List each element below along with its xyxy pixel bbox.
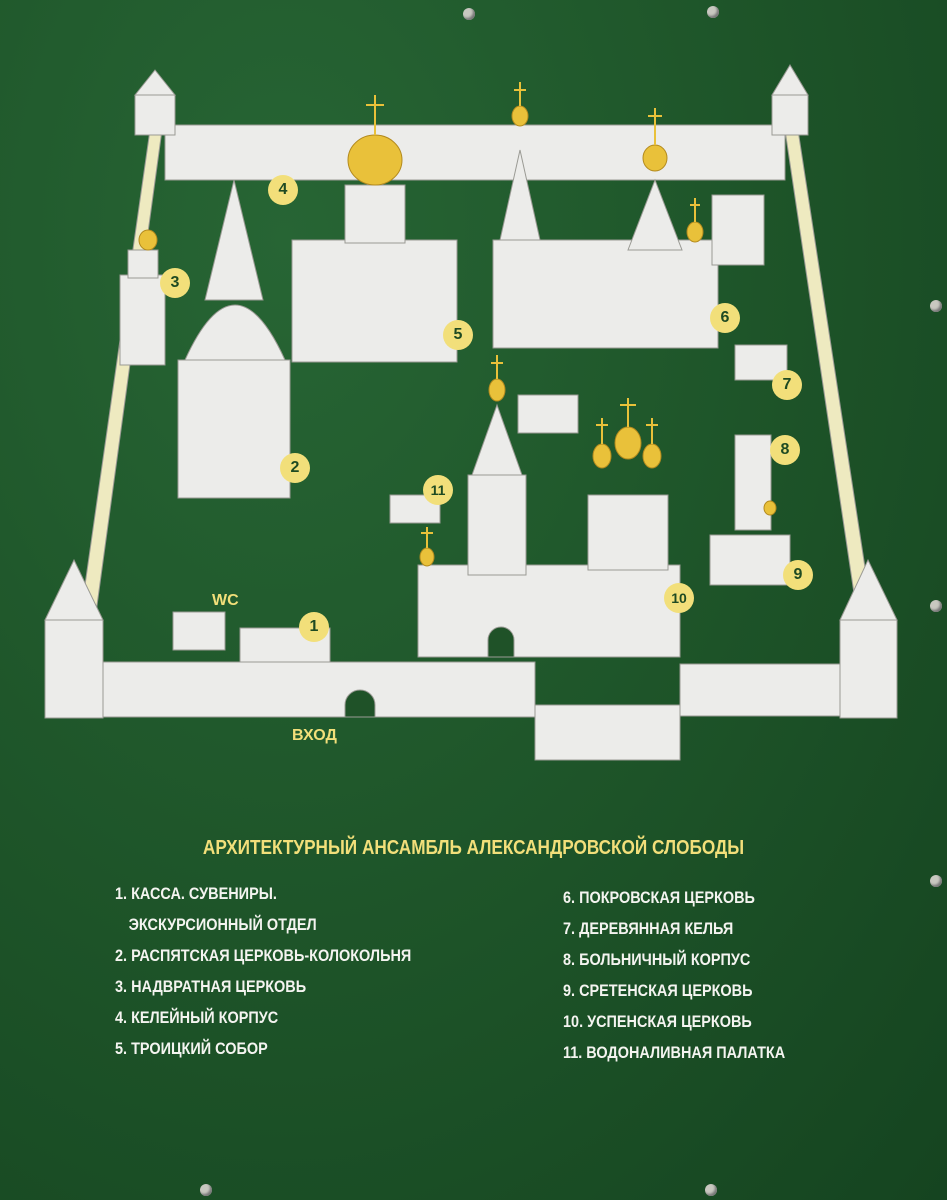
sretenskaya-dome <box>763 500 777 516</box>
gate-arch <box>344 689 376 718</box>
marker-3[interactable]: 3 <box>160 268 190 298</box>
wall-right <box>784 129 871 601</box>
legend-item: 8. БОЛЬНИЧНЫЙ КОРПУС <box>563 950 751 969</box>
screw-icon <box>463 8 475 20</box>
legend-item: 5. ТРОИЦКИЙ СОБОР <box>115 1039 268 1058</box>
screw-icon <box>200 1184 212 1196</box>
tower-nw <box>134 94 176 136</box>
wc-label: WC <box>212 592 239 609</box>
assumption-dome-right <box>642 443 662 469</box>
small-building <box>517 394 579 434</box>
marker-2[interactable]: 2 <box>280 453 310 483</box>
legend-item: 2. РАСПЯТСКАЯ ЦЕРКОВЬ-КОЛОКОЛЬНЯ <box>115 946 412 965</box>
marker-5[interactable]: 5 <box>443 320 473 350</box>
hospital-building <box>734 434 772 531</box>
marker-6[interactable]: 6 <box>710 303 740 333</box>
marker-7[interactable]: 7 <box>772 370 802 400</box>
kremlin-plan <box>44 64 898 761</box>
tower-sw <box>44 619 104 719</box>
board-title: АРХИТЕКТУРНЫЙ АНСАМБЛЬ АЛЕКСАНДРОВСКОЙ С… <box>202 837 745 859</box>
marker-9[interactable]: 9 <box>783 560 813 590</box>
entrance-label: ВХОД <box>292 727 337 744</box>
wc-building <box>172 611 226 651</box>
trinity-dome <box>347 134 403 186</box>
wall-south-middle <box>534 704 681 761</box>
legend-right: 6. ПОКРОВСКАЯ ЦЕРКОВЬ 7. ДЕРЕВЯННАЯ КЕЛЬ… <box>563 882 785 1068</box>
wall-south-left <box>99 661 536 718</box>
legend-item: 1. КАССА. СУВЕНИРЫ. <box>115 884 277 903</box>
church-gate <box>487 626 515 658</box>
screw-icon <box>705 1184 717 1196</box>
gate-dome <box>138 229 158 251</box>
marker-11[interactable]: 11 <box>423 475 453 505</box>
pokrov-small-dome <box>686 221 704 243</box>
water-tent <box>389 494 441 524</box>
screw-icon <box>930 300 942 312</box>
marker-8[interactable]: 8 <box>770 435 800 465</box>
pokrov-dome <box>642 144 668 172</box>
assumption-dome-center <box>614 426 642 460</box>
bell-dome <box>511 105 529 127</box>
gate-church <box>119 274 166 366</box>
legend-item: ЭКСКУРСИОННЫЙ ОТДЕЛ <box>128 915 317 934</box>
legend-item: 3. НАДВРАТНАЯ ЦЕРКОВЬ <box>115 977 307 996</box>
marker-4[interactable]: 4 <box>268 175 298 205</box>
legend-item: 9. СРЕТЕНСКАЯ ЦЕРКОВЬ <box>563 981 753 1000</box>
marker-10[interactable]: 10 <box>664 583 694 613</box>
legend-item: 6. ПОКРОВСКАЯ ЦЕРКОВЬ <box>563 888 755 907</box>
wall-north <box>164 124 786 181</box>
bell-tower <box>177 359 291 499</box>
legend-item: 10. УСПЕНСКАЯ ЦЕРКОВЬ <box>563 1012 752 1031</box>
sretenskaya-church <box>709 534 791 586</box>
tower-se <box>839 619 898 719</box>
legend-item: 7. ДЕРЕВЯННАЯ КЕЛЬЯ <box>563 919 734 938</box>
small-church-dome <box>419 547 435 567</box>
legend-item: 11. ВОДОНАЛИВНАЯ ПАЛАТКА <box>563 1043 786 1062</box>
cross-icon <box>366 82 700 548</box>
marker-1[interactable]: 1 <box>299 612 329 642</box>
assumption-dome-left <box>592 443 612 469</box>
screw-icon <box>930 600 942 612</box>
assumption-bell-dome <box>488 378 506 402</box>
legend-left: 1. КАССА. СУВЕНИРЫ. ЭКСКУРСИОННЫЙ ОТДЕЛ … <box>115 878 411 1064</box>
tower-ne <box>771 94 809 136</box>
legend-item: 4. КЕЛЕЙНЫЙ КОРПУС <box>115 1008 279 1027</box>
screw-icon <box>707 6 719 18</box>
wall-south-right <box>679 663 846 717</box>
screw-icon <box>930 875 942 887</box>
assumption-church <box>417 564 681 658</box>
pokrov-church <box>492 239 719 349</box>
trinity-cathedral <box>291 239 458 363</box>
wall-left <box>79 129 163 621</box>
